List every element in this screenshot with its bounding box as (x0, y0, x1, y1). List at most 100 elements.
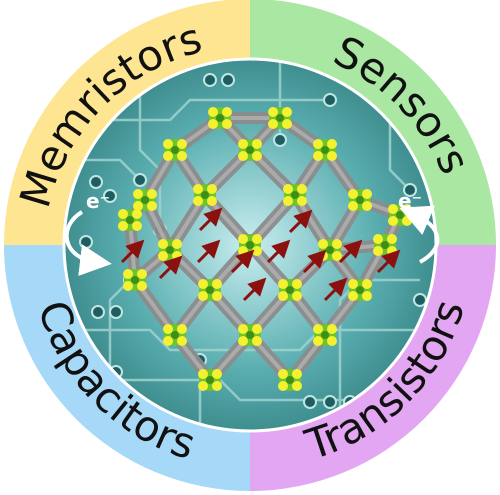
circuit-pad (91, 305, 105, 319)
sulfur-atom (373, 246, 383, 256)
sulfur-atom (123, 281, 133, 291)
sulfur-atom (212, 381, 222, 391)
sulfur-atom (313, 139, 323, 149)
metal-core (276, 114, 284, 122)
curved-arrow-right (399, 205, 440, 264)
electron-arrow (288, 209, 313, 234)
sulfur-atom (362, 189, 372, 199)
framework-node (198, 369, 222, 391)
electron-arrow (198, 207, 223, 232)
sulfur-atom (198, 381, 208, 391)
framework-node (133, 189, 157, 211)
sulfur-atom (388, 216, 398, 226)
sulfur-atom (238, 151, 248, 161)
sulfur-atom (198, 291, 208, 301)
electron-arrow (338, 239, 363, 264)
metal-core (246, 146, 254, 154)
sulfur-atom (313, 151, 323, 161)
sulfur-atom (163, 324, 173, 334)
metal-core (356, 196, 364, 204)
sulfur-atom (172, 239, 182, 249)
sulfur-atom (313, 324, 323, 334)
sulfur-atom (292, 291, 302, 301)
metal-core (216, 114, 224, 122)
sulfur-atom (292, 369, 302, 379)
framework-node (123, 269, 147, 291)
sulfur-atom (193, 184, 203, 194)
framework-node (348, 279, 372, 301)
sulfur-atom (252, 336, 262, 346)
sulfur-atom (387, 234, 397, 244)
metal-core (321, 146, 329, 154)
metal-core (291, 191, 299, 199)
sulfur-atom (297, 196, 307, 206)
curved-arrow-left (64, 210, 112, 277)
sulfur-atom (238, 336, 248, 346)
sulfur-atom (133, 189, 143, 199)
sulfur-atom (283, 196, 293, 206)
sulfur-atom (252, 324, 262, 334)
circuit-pad (109, 305, 123, 319)
metal-core (171, 146, 179, 154)
circuit-pad (273, 133, 287, 147)
metal-core (246, 331, 254, 339)
circuit-pad (413, 293, 427, 307)
sulfur-atom (238, 246, 248, 256)
sulfur-atom (137, 269, 147, 279)
circuit-trace (70, 98, 330, 122)
electron-arrow (242, 277, 267, 302)
sulfur-atom (348, 291, 358, 301)
sulfur-atom (163, 151, 173, 161)
sulfur-atom (212, 369, 222, 379)
metal-core (286, 376, 294, 384)
metal-core (166, 246, 174, 254)
sulfur-atom (283, 184, 293, 194)
framework-node (313, 139, 337, 161)
sulfur-atom (158, 239, 168, 249)
metal-core (246, 241, 254, 249)
electron-label-left: e⁻ (86, 189, 110, 213)
framework-lattice (118, 107, 412, 391)
sulfur-atom (133, 201, 143, 211)
sulfur-atom (327, 151, 337, 161)
sulfur-atom (238, 139, 248, 149)
sulfur-atom (252, 246, 262, 256)
sulfur-atom (268, 107, 278, 117)
electron-arrow (120, 239, 145, 264)
sulfur-atom (163, 336, 173, 346)
sulfur-atom (212, 291, 222, 301)
circuit-pad (323, 395, 337, 409)
circuit-trace (138, 70, 162, 230)
electron-arrow (376, 249, 401, 274)
sulfur-atom (282, 119, 292, 129)
sulfur-atom (238, 324, 248, 334)
electron-arrow (196, 239, 221, 264)
sulfur-atom (373, 234, 383, 244)
sulfur-atom (207, 196, 217, 206)
sulfur-atom (282, 107, 292, 117)
sulfur-atom (158, 251, 168, 261)
sulfur-atom (252, 151, 262, 161)
sulfur-atom (318, 239, 328, 249)
sulfur-atom (327, 336, 337, 346)
framework-node (268, 107, 292, 129)
sulfur-atom (402, 216, 412, 226)
circuit-pad (103, 189, 117, 203)
sulfur-atom (177, 139, 187, 149)
sulfur-atom (278, 291, 288, 301)
circuit-pad (323, 93, 337, 107)
sulfur-atom (348, 189, 358, 199)
sulfur-atom (292, 279, 302, 289)
sulfur-atom (348, 201, 358, 211)
sulfur-atom (212, 279, 222, 289)
metal-core (326, 246, 334, 254)
sulfur-atom (118, 221, 128, 231)
framework-node (238, 324, 262, 346)
framework-node (158, 239, 182, 261)
sulfur-atom (177, 151, 187, 161)
framework-node (208, 107, 232, 129)
sulfur-atom (177, 336, 187, 346)
sulfur-atom (252, 139, 262, 149)
framework-node (318, 239, 342, 261)
